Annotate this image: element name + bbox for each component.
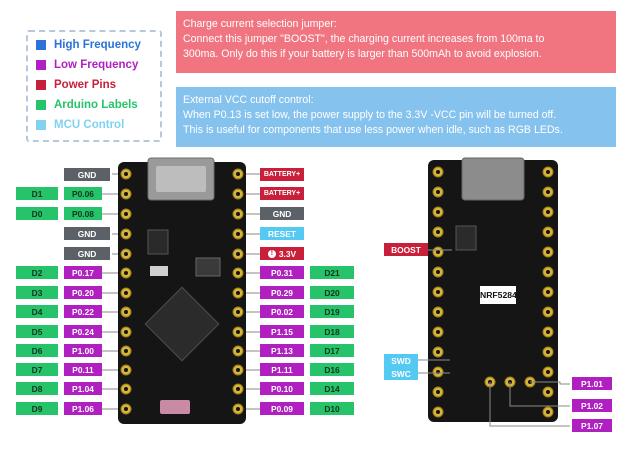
- legend-swatch: [36, 80, 46, 90]
- legend-label: Arduino Labels: [54, 99, 138, 111]
- pin-label: P0.29: [260, 286, 304, 299]
- vcc-cutoff-note: External VCC cutoff control: When P0.13 …: [176, 87, 616, 147]
- arduino-label: D0: [16, 207, 58, 220]
- component: [150, 266, 168, 276]
- pin-label: P0.31: [260, 266, 304, 279]
- power-label: BATTERY+: [260, 168, 304, 181]
- arduino-label: D17: [310, 344, 354, 357]
- legend-label: MCU Control: [54, 119, 125, 131]
- pin-label: P1.13: [260, 344, 304, 357]
- pin-label: P0.09: [260, 402, 304, 415]
- legend-swatch: [36, 100, 46, 110]
- arduino-label: D7: [16, 363, 58, 376]
- note-line: External VCC cutoff control:: [183, 94, 314, 106]
- arduino-label: D18: [310, 325, 354, 338]
- legend-label: High Frequency: [54, 39, 141, 51]
- reset-label: RESET: [260, 227, 304, 240]
- gnd-label: GND: [64, 227, 110, 240]
- note-line: 300ma. Only do this if your battery is l…: [183, 48, 542, 60]
- component: [455, 225, 477, 251]
- gnd-label: GND: [64, 168, 110, 181]
- pin-label: P0.02: [260, 305, 304, 318]
- arduino-label: D5: [16, 325, 58, 338]
- legend-swatch: [36, 120, 46, 130]
- pin-label: P1.06: [64, 402, 102, 415]
- charge-jumper-note: Charge current selection jumper: Connect…: [176, 11, 616, 73]
- legend-swatch: [36, 40, 46, 50]
- pin-label: P0.10: [260, 382, 304, 395]
- swc-label: SWC: [384, 367, 418, 380]
- pin-label: P0.06: [64, 187, 102, 200]
- pin-label: P0.08: [64, 207, 102, 220]
- boost-jumper-label: BOOST: [384, 243, 428, 256]
- arduino-label: D9: [16, 402, 58, 415]
- gnd-label: GND: [260, 207, 304, 220]
- pin-label: P1.15: [260, 325, 304, 338]
- arduino-label: D4: [16, 305, 58, 318]
- arduino-label: D20: [310, 286, 354, 299]
- usb-c-connector: [461, 157, 525, 201]
- legend-box: High Frequency Low Frequency Power Pins …: [26, 30, 162, 142]
- usb-c-shell: [156, 166, 206, 192]
- gnd-label: GND: [64, 247, 110, 260]
- legend-item: Arduino Labels: [36, 98, 138, 112]
- component: [147, 229, 169, 255]
- component: [195, 257, 221, 277]
- note-line: When P0.13 is set low, the power supply …: [183, 109, 557, 121]
- pin-label: P0.11: [64, 363, 102, 376]
- pin-label: P1.11: [260, 363, 304, 376]
- pin-label: P1.02: [572, 399, 612, 412]
- legend-item: MCU Control: [36, 118, 124, 132]
- arduino-label: D19: [310, 305, 354, 318]
- power-icon: !: [267, 249, 276, 258]
- right-board-pad-holes: [436, 170, 550, 414]
- mcu-chip: [144, 286, 220, 362]
- left-board-pad-holes: [124, 172, 240, 411]
- pin-label: P0.22: [64, 305, 102, 318]
- legend-item: Power Pins: [36, 78, 116, 92]
- power-label-text: 3.3V: [278, 248, 297, 259]
- pin-label: P1.00: [64, 344, 102, 357]
- arduino-label: D16: [310, 363, 354, 376]
- pin-label: P0.20: [64, 286, 102, 299]
- right-leader-lines: [418, 249, 570, 427]
- legend-label: Low Frequency: [54, 59, 139, 71]
- swd-label: SWD: [384, 354, 418, 367]
- legend-label: Power Pins: [54, 79, 116, 91]
- component: [160, 400, 190, 414]
- arduino-label: D1: [16, 187, 58, 200]
- power-label: BATTERY+: [260, 187, 304, 200]
- pin-label: P1.07: [572, 419, 612, 432]
- pin-label: P0.17: [64, 266, 102, 279]
- left-board-pads: [120, 168, 244, 415]
- arduino-label: D8: [16, 382, 58, 395]
- note-line: Charge current selection jumper:: [183, 18, 337, 30]
- arduino-label: D10: [310, 402, 354, 415]
- legend-item: High Frequency: [36, 38, 141, 52]
- note-line: Connect this jumper "BOOST", the chargin…: [183, 33, 545, 45]
- pin-label: P1.01: [572, 377, 612, 390]
- note-line: This is useful for components that use l…: [183, 124, 563, 136]
- arduino-label: D3: [16, 286, 58, 299]
- legend-swatch: [36, 60, 46, 70]
- arduino-label: D21: [310, 266, 354, 279]
- legend-item: Low Frequency: [36, 58, 138, 72]
- chip-label: NRF52840: [480, 290, 522, 300]
- arduino-label: D2: [16, 266, 58, 279]
- arduino-label: D14: [310, 382, 354, 395]
- arduino-label: D6: [16, 344, 58, 357]
- chip-label-plate: [480, 286, 516, 304]
- power-label: ! 3.3V: [260, 247, 304, 260]
- pin-label: P1.04: [64, 382, 102, 395]
- pin-label: P0.24: [64, 325, 102, 338]
